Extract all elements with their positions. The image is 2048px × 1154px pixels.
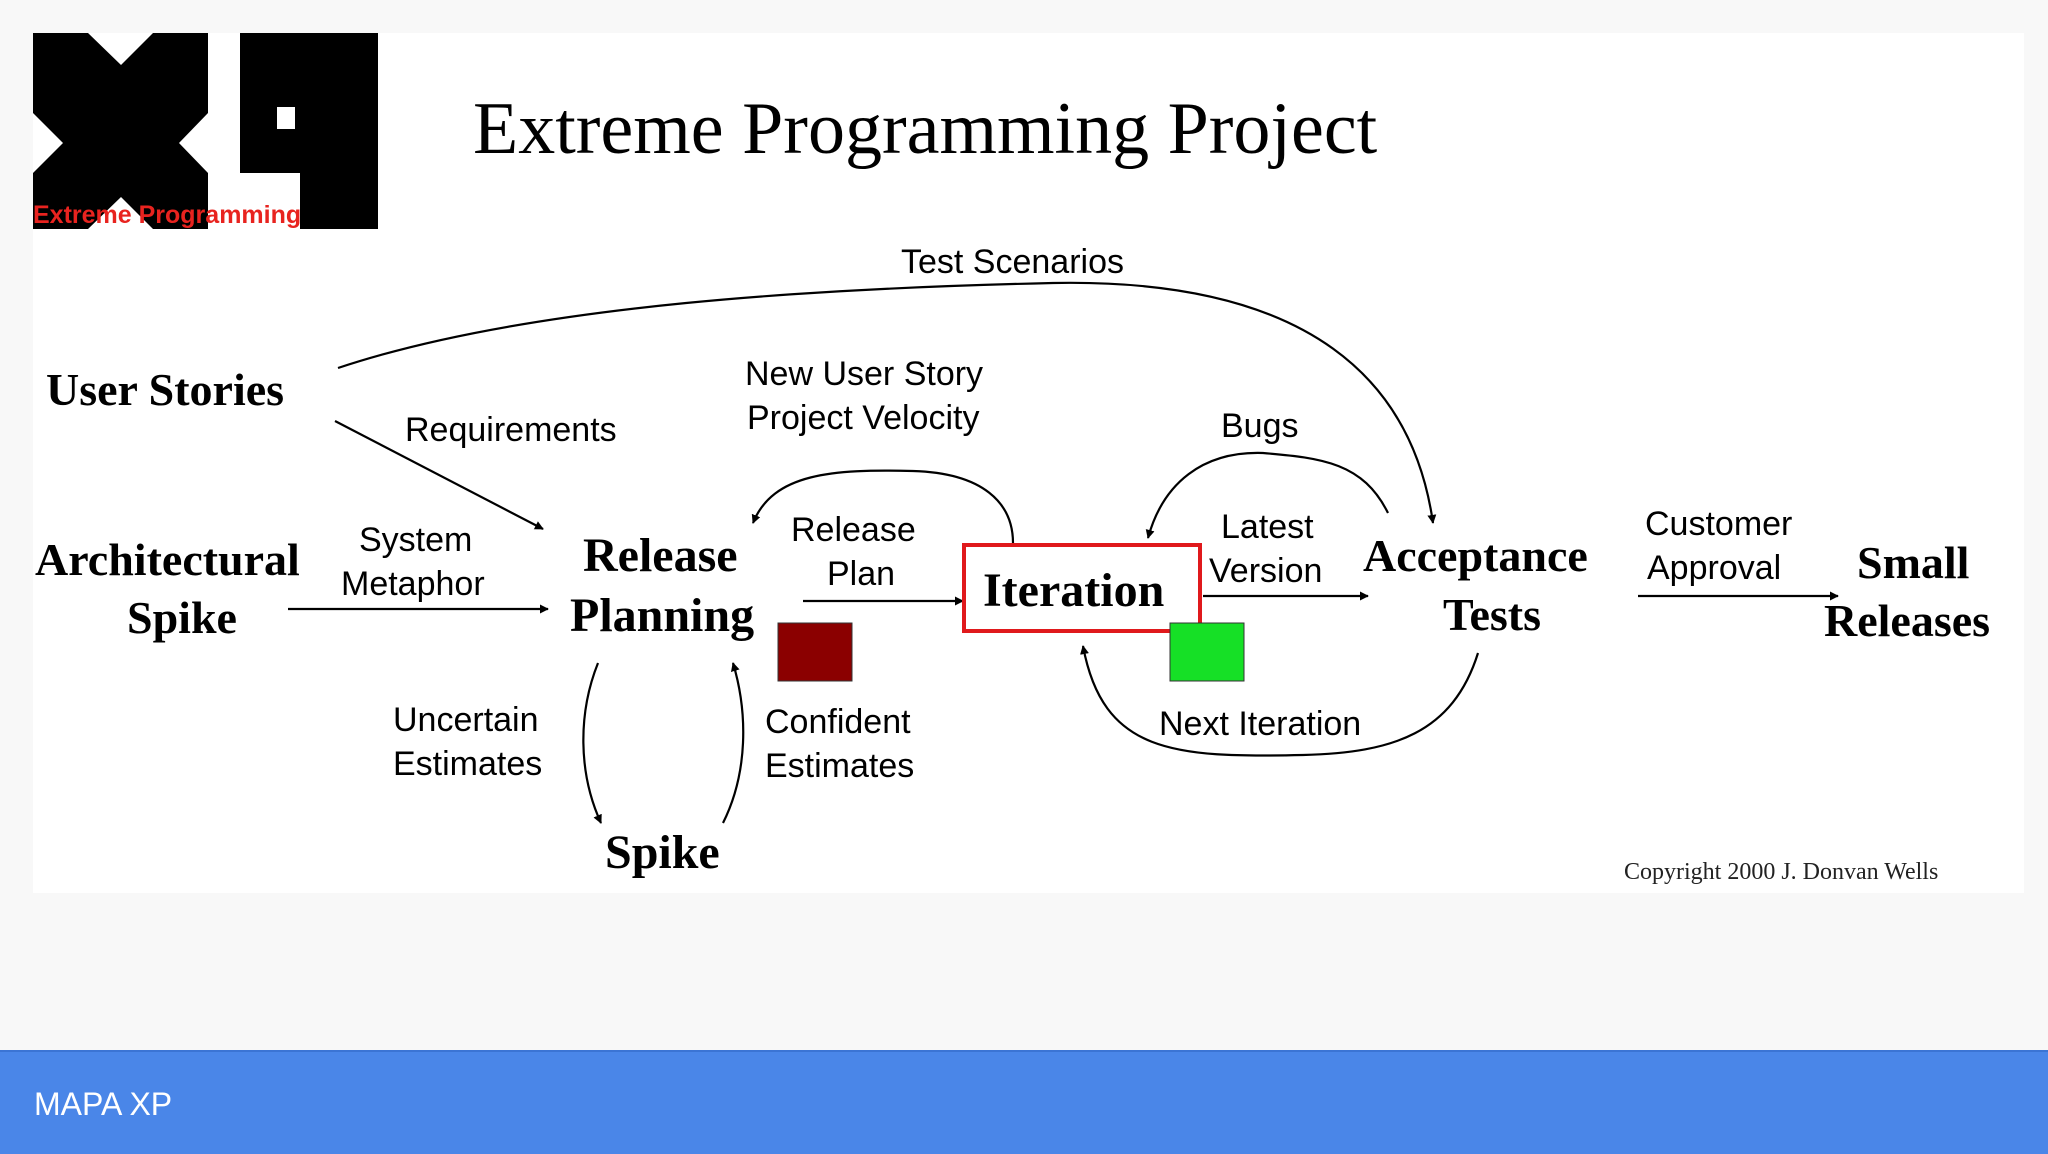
label-bugs: Bugs — [1221, 407, 1299, 445]
logo-p-hole — [277, 107, 295, 129]
logo-gap — [208, 33, 240, 229]
green-square — [1169, 622, 1245, 682]
label-new-user-story: New User Story — [745, 355, 983, 393]
label-test-scenarios: Test Scenarios — [901, 243, 1124, 281]
node-spike: Spike — [605, 826, 720, 879]
logo-notch-right — [179, 113, 208, 173]
edge-bugs — [1145, 451, 1389, 539]
node-tests: Tests — [1443, 589, 1541, 640]
logo-tagline: Extreme Programming — [33, 201, 301, 229]
copyright-text: Copyright 2000 J. Donvan Wells — [1624, 859, 1938, 885]
xp-diagram: Extreme Programming Extreme Programming … — [33, 33, 1990, 885]
label-system: System — [359, 521, 472, 559]
iteration-box — [962, 543, 1202, 633]
label-confident-estimates: Estimates — [765, 747, 914, 785]
node-acceptance: Acceptance — [1363, 530, 1588, 581]
logo-notch-left — [33, 113, 63, 173]
logo-notch-bottom — [88, 197, 153, 229]
logo-p-stem-gap — [240, 173, 300, 229]
label-project-velocity: Project Velocity — [747, 399, 979, 437]
label-version: Version — [1209, 552, 1322, 590]
page-title: Extreme Programming Project — [473, 88, 1378, 170]
node-releases: Releases — [1824, 595, 1990, 646]
label-confident: Confident — [765, 703, 911, 741]
edge-requirements — [334, 420, 544, 530]
slide-canvas: Extreme Programming Extreme Programming … — [33, 33, 2024, 893]
node-iteration: Iteration — [983, 564, 1164, 617]
label-uncertain-estimates: Estimates — [393, 745, 542, 783]
label-customer: Customer — [1645, 505, 1792, 543]
node-architectural: Architectural — [35, 534, 300, 585]
edge-new-user-story — [751, 469, 1015, 544]
label-uncertain: Uncertain — [393, 701, 539, 739]
node-small: Small — [1857, 537, 1969, 588]
edge-uncertain-estimates — [582, 662, 602, 824]
edge-test-scenarios — [337, 281, 1437, 524]
bottom-bar: MAPA XP — [0, 1050, 2048, 1154]
label-requirements: Requirements — [405, 411, 617, 449]
label-plan: Plan — [827, 555, 895, 593]
footer-label: MAPA XP — [34, 1086, 173, 1122]
logo-notch-top — [88, 33, 153, 65]
node-release: Release — [583, 529, 738, 582]
label-latest: Latest — [1221, 508, 1314, 546]
edge-confident-estimates — [722, 662, 745, 824]
label-metaphor: Metaphor — [341, 565, 485, 603]
xp-logo: Extreme Programming — [33, 33, 378, 229]
label-approval: Approval — [1647, 549, 1781, 587]
red-square — [777, 622, 853, 682]
edges — [288, 281, 1839, 824]
node-user-stories: User Stories — [46, 364, 284, 415]
label-next-iteration: Next Iteration — [1159, 705, 1361, 743]
node-spike-arch: Spike — [127, 592, 237, 643]
label-release: Release — [791, 511, 916, 549]
edge-next-iteration — [1080, 645, 1480, 757]
node-planning: Planning — [570, 589, 754, 642]
